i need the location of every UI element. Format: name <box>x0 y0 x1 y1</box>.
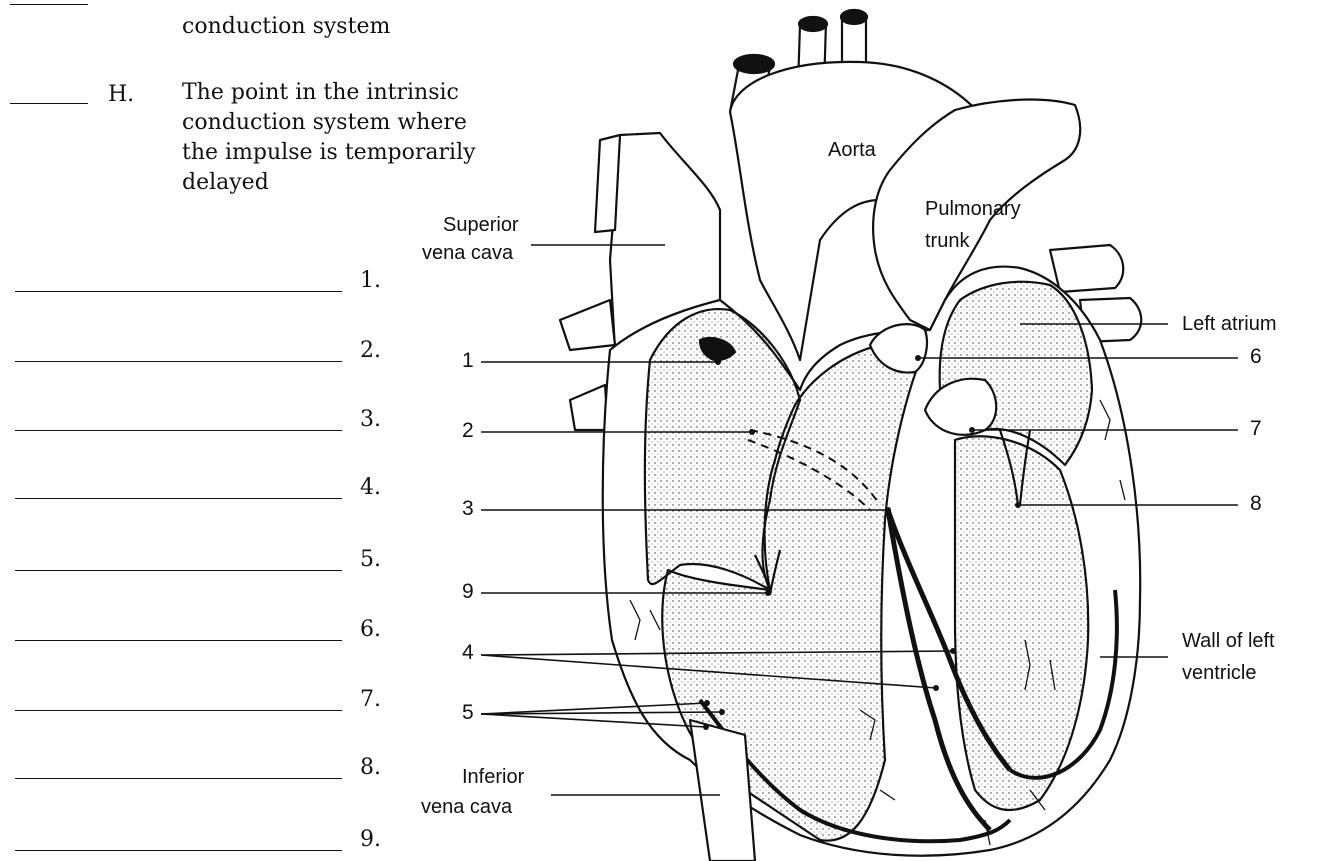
label-wall-left-ventricle-line2: ventricle <box>1182 660 1256 686</box>
dot-4b <box>933 685 939 691</box>
branch-1-opening <box>734 55 774 73</box>
dot-5c <box>703 724 709 730</box>
label-wall-left-ventricle-line1: Wall of left <box>1182 628 1275 654</box>
label-inferior-vena-cava-line2: vena cava <box>421 794 512 820</box>
right-vessel-stub-1 <box>1050 245 1123 292</box>
dot-5b <box>719 709 725 715</box>
inferior-vena-cava-outline <box>690 720 755 861</box>
dot-4a <box>950 648 956 654</box>
dot-6 <box>915 355 921 361</box>
dot-1 <box>715 359 721 365</box>
label-aorta: Aorta <box>828 137 876 163</box>
callout-8: 8 <box>1250 492 1262 516</box>
branch-3-opening <box>841 10 867 24</box>
dot-2 <box>749 429 755 435</box>
callout-2: 2 <box>462 419 474 443</box>
label-superior-vena-cava-line2: vena cava <box>422 240 513 266</box>
callout-9: 9 <box>462 580 474 604</box>
label-inferior-vena-cava-line1: Inferior <box>462 764 524 790</box>
branch-2-opening <box>799 17 827 31</box>
callout-7: 7 <box>1250 417 1262 441</box>
label-pulmonary-trunk-line1: Pulmonary <box>925 196 1021 222</box>
dot-3 <box>885 507 891 513</box>
label-pulmonary-trunk-line2: trunk <box>925 228 969 254</box>
label-superior-vena-cava-line1: Superior <box>443 212 519 238</box>
left-vessel-stub-2 <box>560 300 615 350</box>
callout-1: 1 <box>462 349 474 373</box>
callout-3: 3 <box>462 497 474 521</box>
dot-9 <box>765 590 771 596</box>
dot-8 <box>1015 502 1021 508</box>
dot-5a <box>704 700 710 706</box>
callout-4: 4 <box>462 641 474 665</box>
callout-5: 5 <box>462 701 474 725</box>
label-left-atrium: Left atrium <box>1182 311 1276 337</box>
left-vessel-stub-3 <box>570 385 608 430</box>
left-vessel-stub-1 <box>595 135 620 232</box>
callout-6: 6 <box>1250 345 1262 369</box>
dot-7 <box>969 427 975 433</box>
